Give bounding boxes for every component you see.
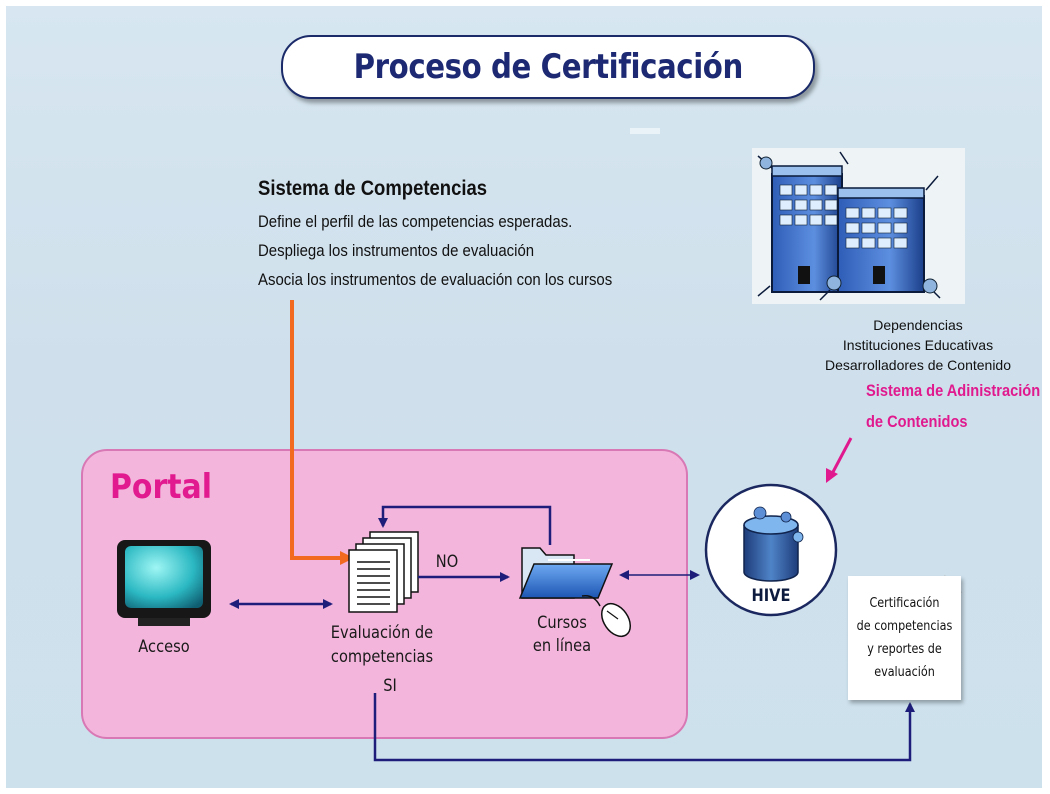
sac-line-1: Sistema de Adinistración — [866, 381, 1041, 400]
si-label: SI — [383, 676, 397, 696]
buildings-icon — [752, 148, 965, 304]
navy-arrows — [229, 505, 915, 762]
mouse-icon — [581, 594, 632, 638]
acceso-label: Acceso — [138, 637, 190, 657]
title-pill: Proceso de Certificación — [281, 35, 815, 99]
portal-label: Portal — [110, 467, 212, 507]
highlight-streak — [630, 128, 660, 134]
cert-line-3: y reportes de — [867, 642, 942, 657]
no-label: NO — [435, 552, 459, 572]
cert-line-1: Certificación — [869, 596, 940, 611]
cert-line-4: evaluación — [874, 665, 935, 680]
evaluacion-label-2: competencias — [330, 647, 434, 667]
cursos-label-2: en línea — [532, 636, 592, 656]
competencias-line-1: Define el perfil de las competencias esp… — [258, 212, 573, 231]
org-dependencias: Dependencias — [873, 317, 963, 333]
arrow-cursos-evaluacion — [378, 505, 552, 545]
magenta-arrow — [826, 437, 853, 483]
org-desarrolladores: Desarrolladores de Contenido — [825, 357, 1011, 373]
page-title: Proceso de Certificación — [353, 47, 743, 87]
sac-line-2: de Contenidos — [866, 412, 968, 431]
arrow-si-certificacion — [373, 693, 915, 762]
certificacion-document: Certificación de competencias y reportes… — [848, 576, 961, 700]
evaluacion-label-1: Evaluación de — [330, 623, 434, 643]
cursos-label-1: Cursos — [537, 613, 587, 633]
competencias-line-3: Asocia los instrumentos de evaluación co… — [258, 270, 613, 289]
competencias-line-2: Despliega los instrumentos de evaluación — [258, 241, 535, 260]
folder-icon — [518, 547, 614, 599]
org-instituciones: Instituciones Educativas — [842, 337, 994, 353]
database-icon — [743, 506, 804, 582]
cert-line-2: de competencias — [856, 619, 953, 634]
competencias-title: Sistema de Competencias — [258, 177, 488, 200]
documents-icon — [348, 531, 419, 613]
orange-arrow — [290, 300, 354, 565]
hive-label: HIVE — [751, 586, 791, 606]
monitor-icon — [117, 540, 211, 626]
hive-node — [704, 483, 838, 617]
